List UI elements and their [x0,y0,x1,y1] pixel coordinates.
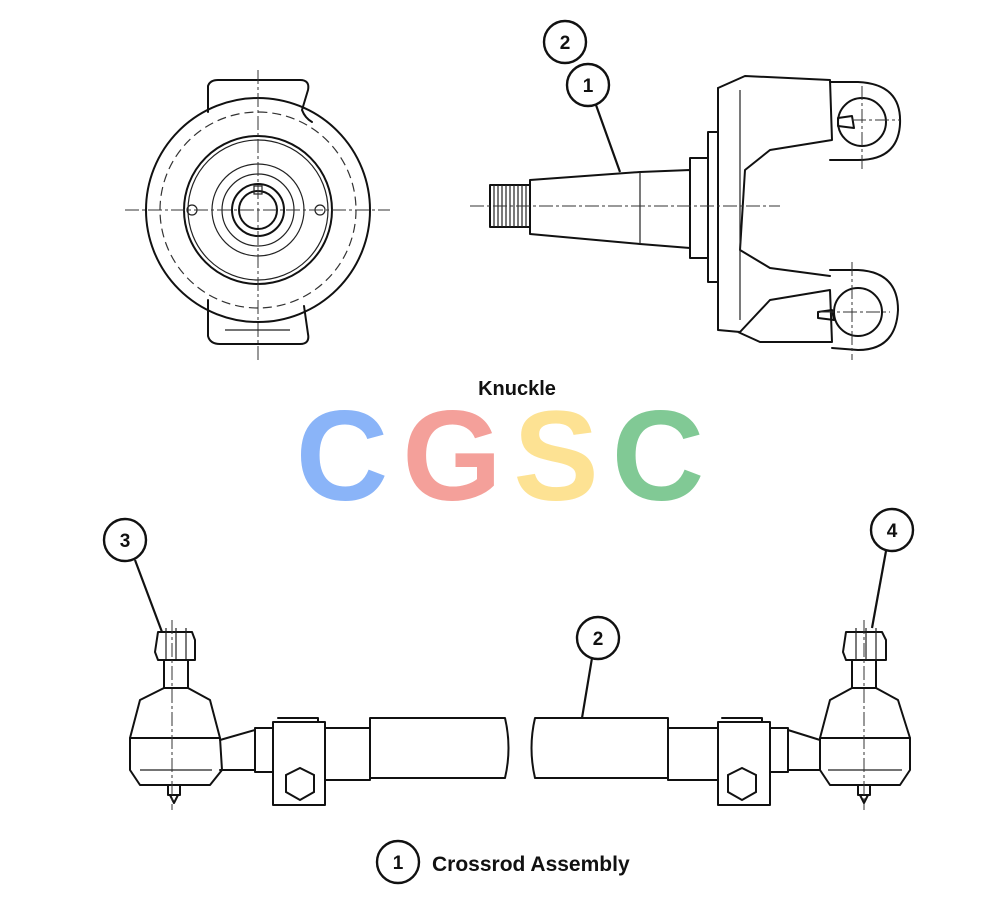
svg-text:3: 3 [120,531,131,552]
crossrod-callout-3: 3 [102,517,164,633]
logo-letter-c1: C [296,385,388,528]
svg-text:1: 1 [393,853,404,874]
crossrod-legend: 1 Crossrod Assembly [375,839,630,885]
legend-callout-1 [375,839,421,885]
logo-letter-s: S [513,385,598,528]
knuckle-side-view [470,75,902,360]
crossrod-callout-2: 2 [575,615,621,719]
crossrod-callout-4: 4 [869,507,915,629]
svg-text:2: 2 [593,629,604,650]
logo-letter-g: G [402,385,502,528]
knuckle-callout-2: 2 [542,19,588,65]
knuckle-callout-1: 1 [565,62,622,173]
knuckle-title: Knuckle [478,378,556,400]
svg-text:2: 2 [560,33,571,54]
svg-text:4: 4 [887,521,898,542]
crossrod-left-end [129,620,510,810]
crossrod-right-end [530,620,911,810]
svg-text:1: 1 [583,76,594,97]
knuckle-front-view [125,70,390,360]
legend-label: Crossrod Assembly [432,853,630,876]
cgsc-logo: C G S C [296,385,704,528]
logo-letter-c2: C [612,385,704,528]
